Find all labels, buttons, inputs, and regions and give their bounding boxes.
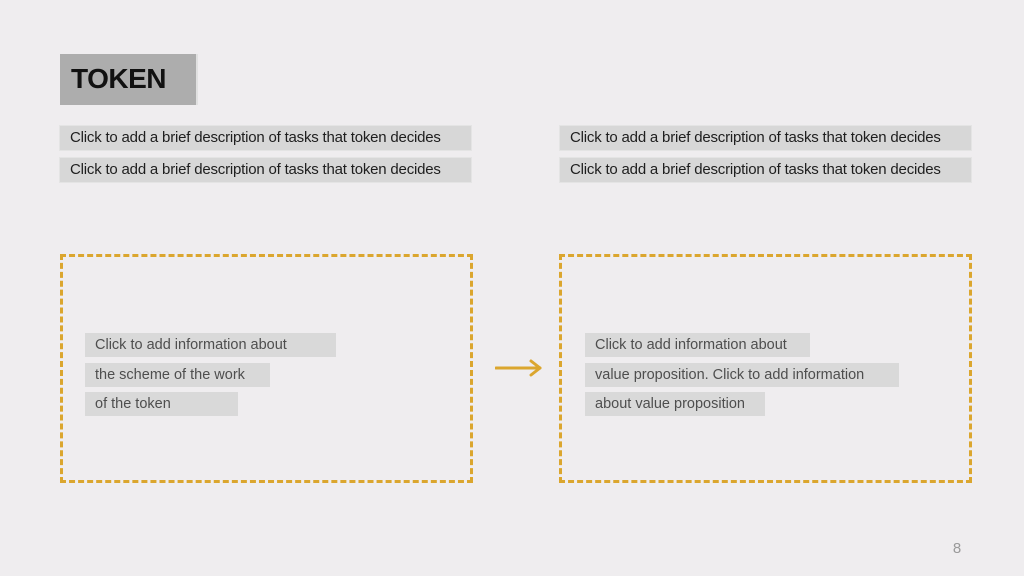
arrow-right-icon <box>495 359 542 377</box>
left-description-2[interactable]: Click to add a brief description of task… <box>60 158 471 182</box>
right-info-line-3[interactable]: about value proposition <box>585 392 765 416</box>
right-info-line-2[interactable]: value proposition. Click to add informat… <box>585 363 899 387</box>
slide-title: TOKEN <box>71 63 167 94</box>
right-dashed-box <box>559 254 972 483</box>
left-description-1[interactable]: Click to add a brief description of task… <box>60 126 471 150</box>
left-info-line-3[interactable]: of the token <box>85 392 238 416</box>
left-info-line-1[interactable]: Click to add information about <box>85 333 336 357</box>
left-info-line-2[interactable]: the scheme of the work <box>85 363 270 387</box>
page-number: 8 <box>952 540 962 557</box>
right-description-1[interactable]: Click to add a brief description of task… <box>560 126 971 150</box>
right-info-line-1[interactable]: Click to add information about <box>585 333 810 357</box>
left-dashed-box <box>60 254 473 483</box>
title-box: TOKEN <box>60 54 198 105</box>
right-description-2[interactable]: Click to add a brief description of task… <box>560 158 971 182</box>
